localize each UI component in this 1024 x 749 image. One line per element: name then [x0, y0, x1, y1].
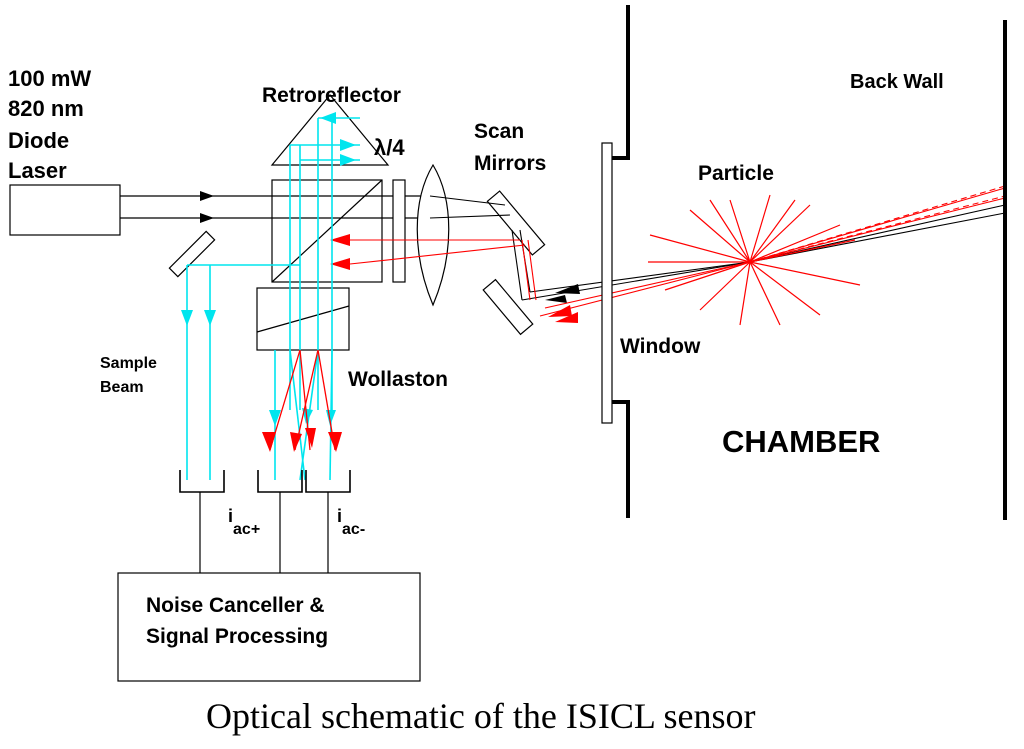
red-return-beams [349, 187, 1006, 317]
retroreflector-label: Retroreflector [262, 84, 401, 107]
particle-label: Particle [698, 162, 774, 185]
window-label: Window [620, 335, 701, 358]
i-ac-minus-label: iac- [337, 506, 365, 538]
scan-mirrors-label-line1: Scan [474, 120, 524, 143]
scan-mirror-upper [486, 190, 546, 256]
laser-box [9, 184, 121, 236]
chamber-window [601, 142, 613, 424]
cyan-beams [186, 117, 360, 481]
beam-splitter-cube [271, 179, 383, 283]
lens [416, 163, 450, 307]
laser-label-line2: 820 nm [8, 96, 84, 121]
wollaston-label: Wollaston [348, 368, 448, 391]
chamber-walls [612, 5, 1007, 520]
caption: Optical schematic of the ISICL sensor [206, 696, 756, 736]
sample-beam-label-line1: Sample [100, 355, 157, 372]
processor-label-line1: Noise Canceller & [146, 594, 325, 617]
particle-burst [648, 194, 861, 326]
processor-box [117, 572, 421, 682]
detectors [179, 470, 351, 493]
pickoff-mirror [168, 230, 216, 278]
quarter-wave-plate [392, 179, 406, 283]
laser-label-line3: Diode [8, 128, 69, 153]
processor-label-line2: Signal Processing [146, 625, 328, 648]
scan-mirror-lower [482, 278, 534, 336]
laser-label-line4: Laser [8, 158, 67, 183]
back-wall-label: Back Wall [850, 71, 944, 93]
laser-beams [120, 191, 430, 223]
sample-beam-label-line2: Beam [100, 379, 144, 396]
quarter-wave-label: λ/4 [374, 135, 405, 160]
laser-label-line1: 100 mW [8, 66, 91, 91]
scan-mirrors-label-line2: Mirrors [474, 152, 546, 175]
retroreflector-prism [270, 94, 390, 166]
i-ac-plus-label: iac+ [228, 506, 260, 538]
chamber-label: CHAMBER [722, 424, 880, 459]
